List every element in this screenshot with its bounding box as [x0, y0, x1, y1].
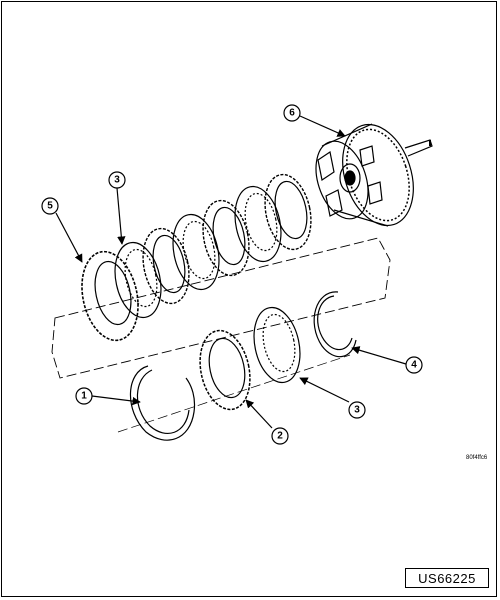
- callout-5-label: 5: [47, 201, 53, 212]
- callout-3-lower-label: 3: [354, 405, 360, 416]
- clutch-drum: [315, 123, 433, 227]
- callout-3-lower: 3: [348, 401, 366, 419]
- callout-6-label: 6: [289, 108, 295, 119]
- clutch-disc: [234, 185, 282, 263]
- callout-6: 6: [283, 104, 301, 122]
- callout-2: 2: [271, 427, 289, 445]
- figure-reference: 80f4ffc6: [466, 455, 488, 461]
- snap-ring-4: [313, 291, 357, 358]
- document-code-box: US66225: [405, 568, 489, 588]
- reaction-plate: [81, 250, 139, 342]
- callout-4-label: 4: [411, 360, 417, 371]
- callout-1-label: 1: [81, 391, 87, 402]
- snap-ring-1: [129, 365, 196, 441]
- callout-1: 1: [75, 387, 93, 405]
- callout-3-upper: 3: [108, 171, 126, 189]
- clutch-disc: [264, 173, 312, 251]
- callout-4: 4: [405, 356, 423, 374]
- clutch-disc: [142, 227, 190, 305]
- callout-5: 5: [41, 197, 59, 215]
- document-code: US66225: [418, 570, 476, 586]
- dashed-group-outline: [51, 237, 391, 379]
- leader-lines: [55, 115, 407, 429]
- dashed-axis: [117, 354, 351, 433]
- callout-3-upper-label: 3: [114, 175, 120, 186]
- clutch-disc: [172, 213, 220, 291]
- clutch-pack: [81, 173, 312, 342]
- clutch-disc-3-loose: [253, 306, 301, 384]
- clutch-disc: [202, 199, 250, 277]
- pressure-plate-2: [199, 329, 251, 411]
- clutch-disc: [114, 241, 162, 319]
- callout-2-label: 2: [277, 431, 283, 442]
